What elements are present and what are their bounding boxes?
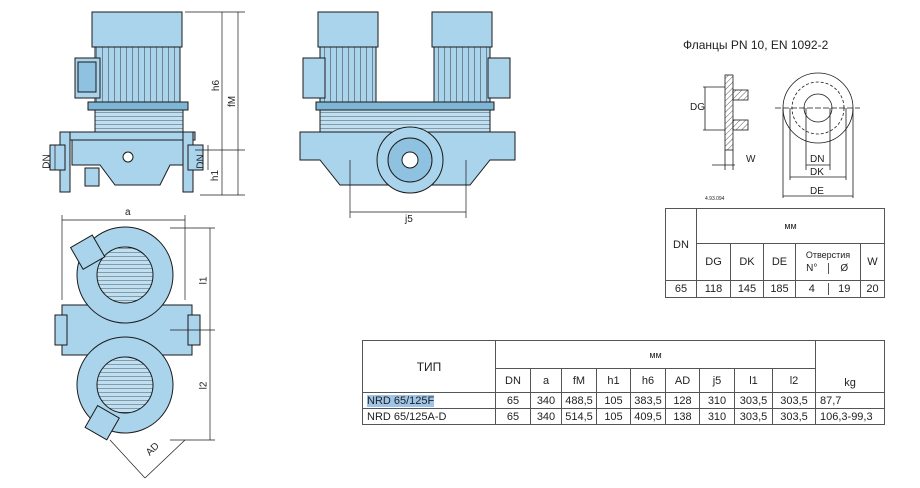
header-j5: j5 bbox=[699, 368, 735, 393]
label-j5: j5 bbox=[405, 214, 413, 225]
cell-kg: 87,7 bbox=[815, 392, 885, 409]
label-h6: h6 bbox=[211, 79, 223, 92]
flange-cell-holes: 4 19 bbox=[795, 280, 861, 298]
row-type-selected-text[interactable]: NRD 65/125F bbox=[367, 394, 435, 407]
cell: 340 bbox=[530, 392, 562, 409]
cell: 105 bbox=[596, 392, 631, 409]
flange-cell-dg: 118 bbox=[696, 280, 731, 298]
header-dn: DN bbox=[495, 368, 531, 393]
dimension-j5 bbox=[349, 160, 467, 218]
flange-table: DN мм DG DK DE Отверстия N° Ø W 65 118 1… bbox=[665, 208, 885, 298]
row-type[interactable]: NRD 65/125F bbox=[362, 392, 496, 409]
cell: 310 bbox=[699, 408, 735, 425]
flange-cell-w: 20 bbox=[860, 280, 885, 298]
flange-header-dk: DK bbox=[730, 243, 764, 281]
dimensions-table: ТИП мм kg DN a fM h1 h6 AD j5 l1 l2 NRD … bbox=[362, 340, 885, 425]
header-ad: AD bbox=[665, 368, 700, 393]
flange-label-dk: DK bbox=[810, 167, 824, 178]
cell: 310 bbox=[699, 392, 735, 409]
flange-header-holes-label: Отверстия bbox=[805, 250, 851, 260]
label-a: a bbox=[125, 207, 131, 218]
flange-header-n: N° bbox=[796, 263, 829, 274]
flange-header-w: W bbox=[860, 243, 885, 281]
cell: 303,5 bbox=[734, 408, 773, 425]
flange-front-view bbox=[775, 72, 860, 198]
twin-pump-top-view bbox=[54, 226, 201, 441]
flange-label-dg: DG bbox=[690, 102, 705, 113]
flange-cell-de: 185 bbox=[763, 280, 796, 298]
header-fm: fM bbox=[561, 368, 597, 393]
cell: 65 bbox=[495, 392, 531, 409]
cell: 514,5 bbox=[561, 408, 597, 425]
flange-cell-dk: 145 bbox=[730, 280, 764, 298]
cell: 138 bbox=[665, 408, 700, 425]
flange-header-d: Ø bbox=[840, 263, 849, 274]
cell: 303,5 bbox=[772, 408, 816, 425]
flange-header-dg: DG bbox=[696, 243, 731, 281]
flange-header-de: DE bbox=[763, 243, 796, 281]
cell: 340 bbox=[530, 408, 562, 425]
flange-header-dn: DN bbox=[665, 208, 697, 281]
flange-header-unit: мм bbox=[696, 208, 885, 244]
flange-table-row: 65 118 145 185 4 19 20 bbox=[665, 280, 885, 298]
cell: 383,5 bbox=[630, 392, 666, 409]
flange-label-dn: DN bbox=[810, 154, 825, 165]
header-type: ТИП bbox=[362, 340, 496, 393]
twin-pump-front-view bbox=[299, 11, 516, 194]
cell-kg: 106,3-99,3 bbox=[815, 408, 885, 425]
label-l2: l2 bbox=[198, 381, 210, 390]
cell: 488,5 bbox=[561, 392, 597, 409]
header-h6: h6 bbox=[630, 368, 666, 393]
single-pump-side-view bbox=[49, 11, 204, 193]
table-row[interactable]: NRD 65/125A-D 65 340 514,5 105 409,5 138… bbox=[362, 408, 885, 425]
table-row[interactable]: NRD 65/125F 65 340 488,5 105 383,5 128 3… bbox=[362, 392, 885, 409]
flange-cell-n: 4 bbox=[796, 283, 829, 295]
cell: 303,5 bbox=[734, 392, 773, 409]
flange-title: Фланцы PN 10, EN 1092-2 bbox=[683, 38, 829, 52]
header-kg: kg bbox=[815, 340, 885, 393]
dimension-lines-top bbox=[61, 215, 215, 479]
label-dn-left: DN bbox=[41, 154, 53, 169]
flange-cell-d: 19 bbox=[838, 283, 851, 295]
flange-side-section bbox=[703, 74, 749, 170]
header-l1: l1 bbox=[734, 368, 773, 393]
header-l2: l2 bbox=[772, 368, 816, 393]
dimension-lines-single bbox=[54, 11, 245, 196]
cell: 105 bbox=[596, 408, 631, 425]
header-h1: h1 bbox=[596, 368, 631, 393]
header-unit: мм bbox=[495, 340, 816, 369]
flange-cell-dn: 65 bbox=[665, 280, 697, 298]
drawing-code: 4.93.094 bbox=[705, 196, 725, 202]
cell: 128 bbox=[665, 392, 700, 409]
row-type[interactable]: NRD 65/125A-D bbox=[362, 408, 496, 425]
flange-header-holes: Отверстия N° Ø bbox=[795, 243, 861, 281]
header-a: a bbox=[530, 368, 562, 393]
label-dn-right: DN bbox=[195, 154, 207, 169]
label-fm: fM bbox=[227, 95, 239, 108]
cell: 303,5 bbox=[772, 392, 816, 409]
flange-label-de: DE bbox=[810, 186, 824, 197]
label-l1: l1 bbox=[198, 276, 210, 285]
cell: 65 bbox=[495, 408, 531, 425]
cell: 409,5 bbox=[630, 408, 666, 425]
label-h1: h1 bbox=[210, 169, 222, 182]
flange-label-w: W bbox=[746, 154, 756, 165]
